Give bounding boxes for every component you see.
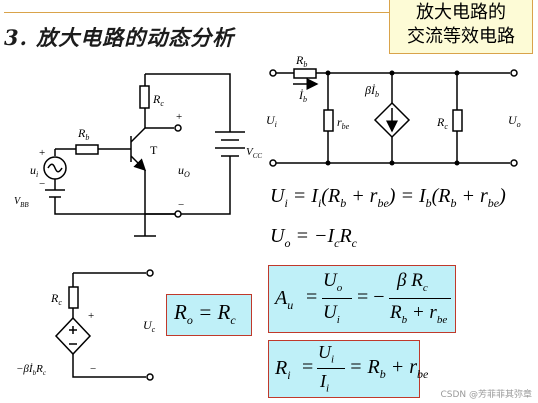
output-equivalent-labels: Rc + − −βİbRc Uc [16,291,156,377]
transistor-collector [130,127,146,143]
watermark: CSDN @芳菲菲其弥章 [440,390,532,400]
eq-rbe-resistor [323,109,334,132]
eq-out-top-terminal [510,69,518,77]
label-in-minus: − [39,178,45,190]
equation-au-den2: Rb + rbe [390,302,448,326]
equation-au-bar2 [389,298,451,299]
label-ui: ui [30,163,38,179]
equation-au-eq: = [306,286,318,308]
vbb-battery [45,189,65,198]
out-eq-source [54,316,92,356]
label-rb: Rb [77,126,89,142]
equation-ri-lhs: Ri [275,357,291,382]
callout-line-2: 交流等效电路 [407,26,515,47]
ac-equivalent-junctions [325,70,460,166]
equation-ri-den: Ii [320,371,330,395]
eq-label-rc: Rc [436,115,448,131]
rb-resistor [75,144,99,155]
page-title: 3. 放大电路的动态分析 [4,25,235,50]
rc-wire [144,74,174,129]
equation-uo: Uo = −IcRc [270,225,357,250]
out-eq-source-plus [69,326,77,334]
callout-line-1: 放大电路的 [416,2,506,23]
eq-rb-resistor [293,68,317,79]
amplifier-labels: Rc + T VCC Rb + ui − VBB uO − [14,92,262,211]
label-vbb: VBB [14,196,29,209]
transistor-emitter [130,155,147,172]
out-eq-label-src: −βİbRc [16,363,47,377]
out-eq-top-terminal [146,269,154,277]
label-rc: Rc [152,92,164,108]
out-eq-label-rc: Rc [50,291,62,307]
equation-ro: Ro = Rc [174,300,236,328]
amp-top-wire [145,73,231,132]
eq-label-ui: Ui [266,113,277,129]
vbb-bottom-wire [54,197,145,215]
output-equivalent-circuit [54,269,154,381]
eq-label-src: βİb [364,83,379,99]
title-rule [4,12,390,13]
equation-ri-num: Ui [318,342,335,366]
label-transistor: T [150,143,158,157]
label-out-minus: − [178,199,184,211]
eq-in-top-terminal [269,69,277,77]
equation-ri-eq: = [302,356,314,378]
equation-au-num: Uo [323,270,343,294]
eq-out-bottom-terminal [510,159,518,167]
out-plus-terminal [174,124,182,132]
equation-au-num2: β Rc [397,270,428,294]
out-eq-bottom-terminal [146,373,154,381]
equation-au-lhs: Au [275,287,294,312]
out-minus-terminal [174,210,182,218]
eq-label-ib: İb [298,88,307,104]
au-box [268,265,456,333]
ac-equivalent-labels: Rb İb Ui rbe βİb Rc Uo [266,53,521,131]
label-uo: uO [178,163,190,179]
out-eq-rc-resistor [68,286,79,309]
equation-ri-rhs: = Rb + rbe [349,356,429,381]
callout-box: 放大电路的 交流等效电路 [389,0,533,54]
out-eq-label-plus: + [88,310,94,322]
rc-resistor [139,85,150,109]
eq-rc-resistor [452,109,463,132]
out-eq-label-uc: Uc [143,318,156,334]
ro-box [166,294,252,336]
eq-label-uo: Uo [508,113,521,129]
equation-au-den: Ui [323,302,340,326]
equation-au-eq2: = − [357,286,385,308]
amplifier-circuit [43,73,245,237]
label-in-plus: + [39,147,45,159]
equation-ri-bar [317,368,345,369]
equation-ui: Ui = Ii(Rb + rbe) = Ib(Rb + rbe) [270,185,506,210]
ui-source-wave [47,163,63,173]
eq-label-rbe: rbe [337,115,350,131]
ri-box [268,340,420,398]
label-vcc: VCC [246,146,262,160]
eq-in-bottom-terminal [269,159,277,167]
label-out-plus: + [176,111,182,123]
vcc-battery [215,131,245,157]
eq-label-rb: Rb [295,53,307,69]
out-eq-label-minus: − [90,363,96,375]
equation-au-bar [322,298,352,299]
out-eq-bottom-wire [72,354,146,378]
ac-equivalent-circuit [269,68,518,167]
